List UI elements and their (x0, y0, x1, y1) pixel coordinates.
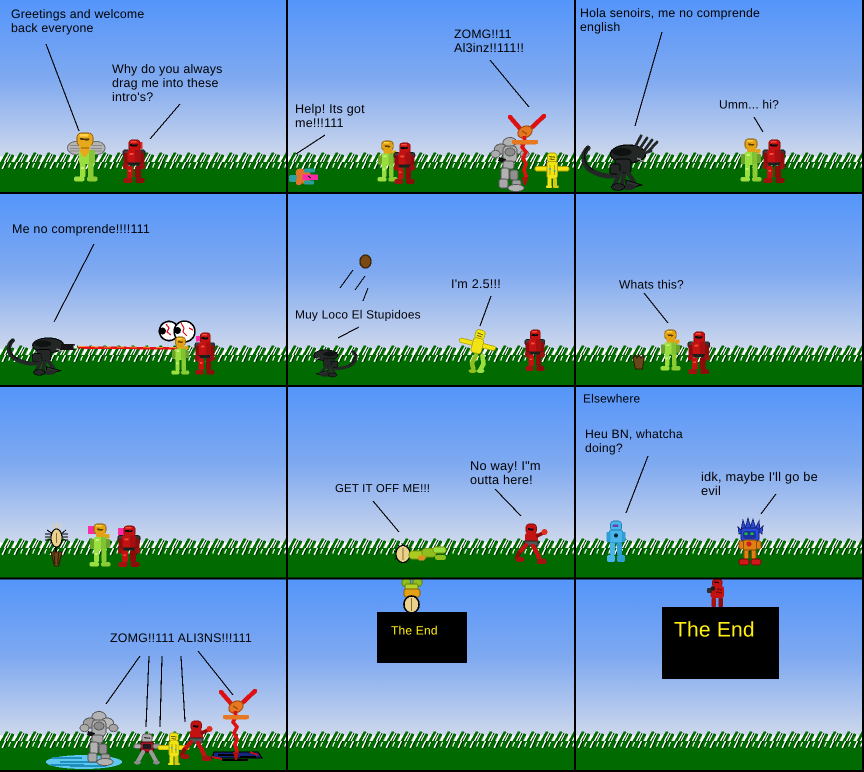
svg-text:Umm... hi?: Umm... hi? (719, 98, 779, 112)
svg-text:doing?: doing? (585, 441, 623, 455)
svg-text:Muy Loco El Stupidoes: Muy Loco El Stupidoes (295, 308, 421, 322)
svg-text:No way! I"m: No way! I"m (470, 458, 541, 473)
svg-text:Me no comprende!!!!111: Me no comprende!!!!111 (12, 222, 150, 236)
svg-text:Heu BN, whatcha: Heu BN, whatcha (585, 427, 683, 441)
svg-text:idk, maybe I'll go be: idk, maybe I'll go be (701, 469, 818, 484)
svg-text:ZOMG!!111 ALI3NS!!!111: ZOMG!!111 ALI3NS!!!111 (110, 631, 252, 645)
svg-text:Help! Its got: Help! Its got (295, 102, 365, 116)
svg-text:I'm 2.5!!!: I'm 2.5!!! (451, 277, 501, 291)
svg-text:Why do you always: Why do you always (112, 62, 223, 76)
svg-text:GET IT OFF ME!!!: GET IT OFF ME!!! (335, 483, 430, 495)
svg-text:me!!!111: me!!!111 (295, 116, 344, 130)
svg-text:Hola senoirs, me no comprende: Hola senoirs, me no comprende (580, 6, 760, 20)
svg-text:The End: The End (391, 624, 438, 638)
svg-text:evil: evil (701, 483, 721, 498)
svg-text:Al3inz!!111!!: Al3inz!!111!! (454, 41, 524, 55)
svg-text:Whats this?: Whats this? (619, 278, 684, 292)
svg-text:Greetings and welcome: Greetings and welcome (11, 7, 144, 21)
svg-text:drag me into these: drag me into these (112, 76, 219, 90)
svg-text:english: english (580, 20, 620, 34)
svg-text:The End: The End (674, 619, 755, 642)
svg-text:Elsewhere: Elsewhere (583, 392, 641, 406)
svg-text:intro's?: intro's? (112, 90, 153, 104)
svg-text:back everyone: back everyone (11, 21, 94, 35)
svg-text:ZOMG!!11: ZOMG!!11 (454, 27, 512, 41)
svg-text:outta here!: outta here! (470, 473, 533, 487)
